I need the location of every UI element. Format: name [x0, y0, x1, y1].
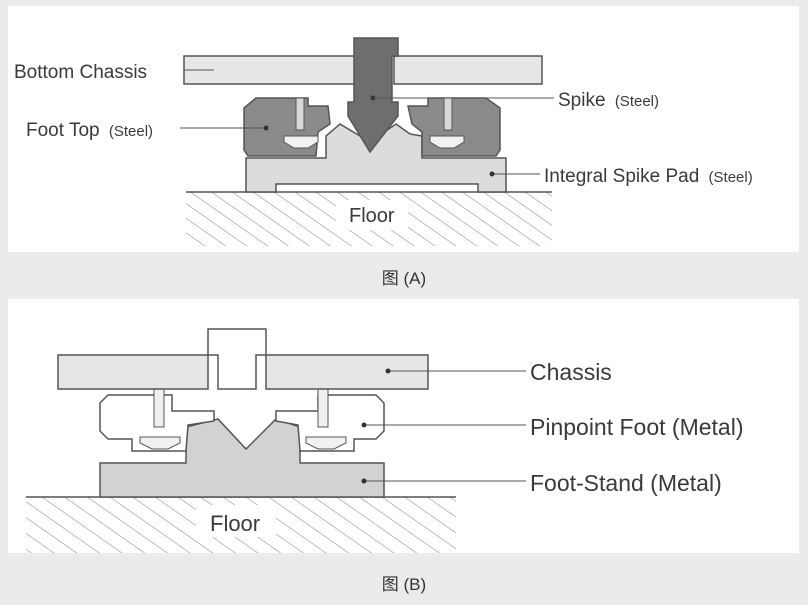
spike-label: Spike [558, 90, 606, 111]
foot-top-label: Foot Top [26, 120, 100, 141]
floor-label-a: Floor [349, 205, 395, 227]
foot-stand [99, 418, 385, 498]
spike-material: (Steel) [615, 93, 659, 110]
floor-a: Floor [186, 191, 552, 246]
svg-text:Spike (Steel): Spike (Steel) [558, 90, 659, 111]
bottom-chassis-right [393, 55, 543, 85]
figure-a-diagram: Floor Bottom Chassis Foot Top (Steel) [14, 37, 753, 246]
pinpoint-foot-label: Pinpoint Foot (Metal) [530, 414, 743, 440]
integral-spike-pad-material: (Steel) [709, 169, 753, 186]
figure-b-diagram: Floor Chassis Pinpoint Foot (Metal) Foot… [26, 328, 743, 553]
bottom-chassis-label: Bottom Chassis [14, 62, 147, 83]
floor-b: Floor [26, 496, 456, 553]
figure-a-caption: 图 (A) [381, 269, 427, 288]
center-bolt [207, 328, 267, 390]
spike [347, 37, 399, 154]
figure-b-caption: 图 (B) [381, 575, 427, 594]
chassis-left [57, 354, 209, 390]
foot-top-left [243, 97, 331, 157]
svg-text:Integral Spike Pad (Stee: Integral Spike Pad (Steel) [544, 166, 753, 187]
foot-stand-label: Foot-Stand (Metal) [530, 470, 722, 496]
integral-spike-pad-label: Integral Spike Pad [544, 166, 699, 187]
figure-b-panel: Floor Chassis Pinpoint Foot (Metal) Foot… [8, 299, 799, 553]
chassis-right [265, 354, 429, 390]
svg-text:Foot Top (Steel): Foot Top (Steel) [26, 120, 153, 141]
chassis-label: Chassis [530, 359, 612, 385]
figure-a-panel: Floor Bottom Chassis Foot Top (Steel) [8, 6, 799, 252]
foot-top-material: (Steel) [109, 123, 153, 140]
floor-label-b: Floor [210, 511, 260, 536]
